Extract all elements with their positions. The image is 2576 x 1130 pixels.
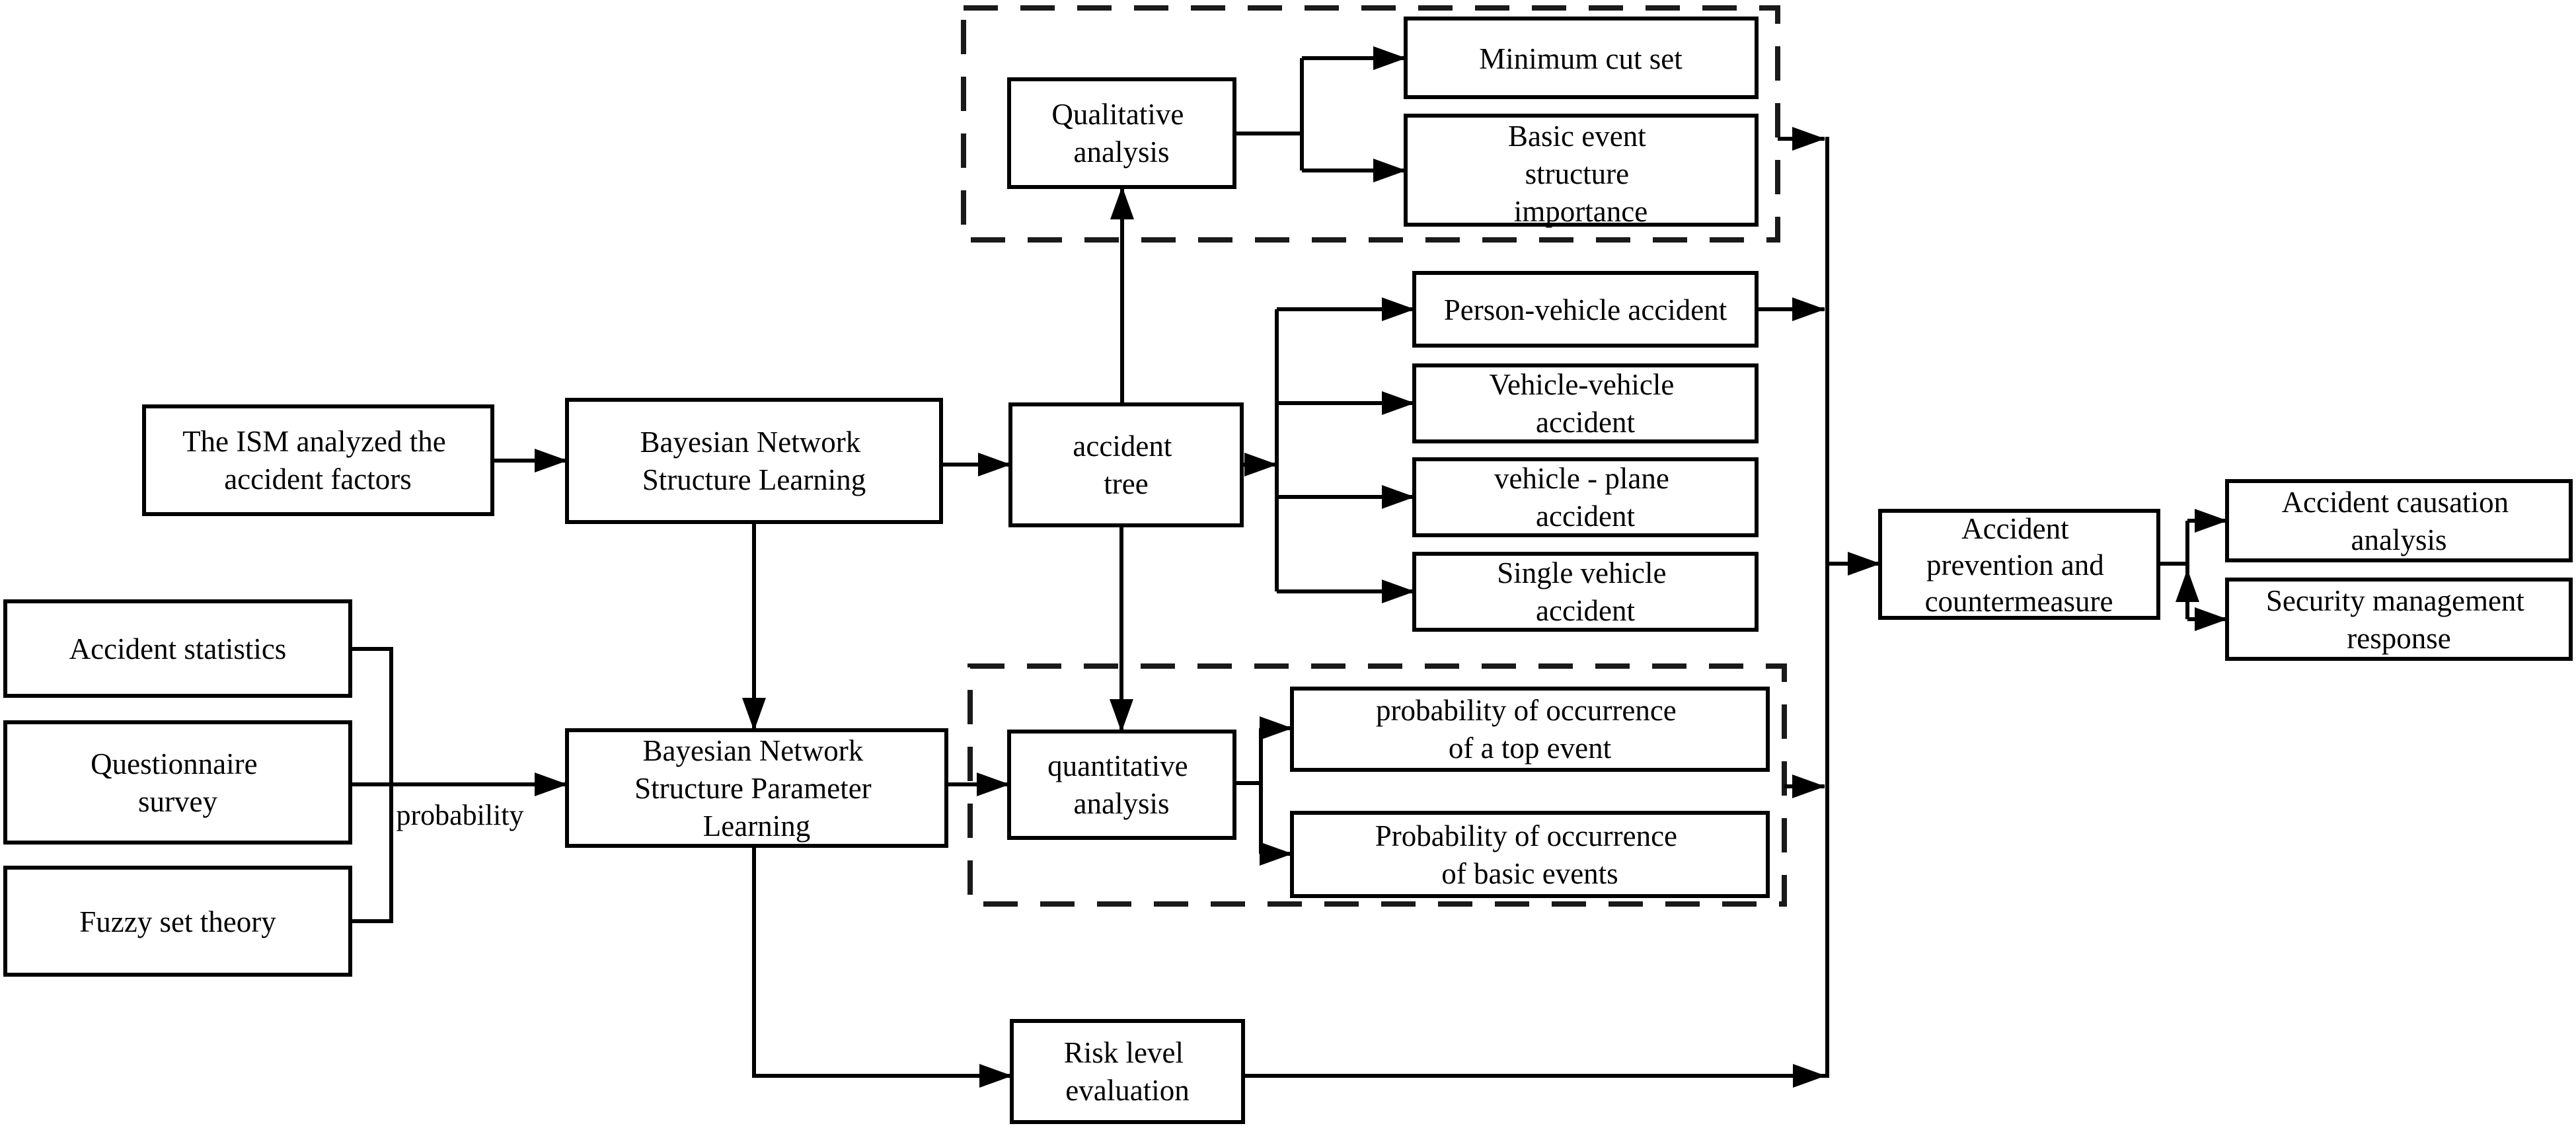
- node-causation: Accident causation analysis: [2225, 479, 2573, 562]
- security-label: Security management response: [2266, 584, 2532, 655]
- risk-box: [1010, 1019, 1245, 1124]
- basic-event-label: Basic event structure importance: [1508, 120, 1653, 228]
- prevention-label: Accident prevention and countermeasure: [1925, 512, 2113, 618]
- node-risk: Risk level evaluation: [1010, 1019, 1245, 1124]
- ism-box: [142, 404, 494, 516]
- accident-tree-box: [1008, 402, 1244, 527]
- node-vehicle-plane: vehicle - plane accident: [1412, 457, 1759, 537]
- node-quantitative: quantitative analysis: [1007, 730, 1236, 840]
- questionnaire-label: Questionnaire survey: [91, 747, 265, 818]
- node-vehicle-vehicle: Vehicle-vehicle accident: [1412, 363, 1759, 443]
- node-basic-events-prob: Probability of occurrence of basic event…: [1290, 811, 1770, 898]
- bnsl-label: Bayesian Network Structure Learning: [640, 426, 868, 496]
- risk-label: Risk level evaluation: [1064, 1036, 1191, 1107]
- quantitative-label: quantitative analysis: [1047, 749, 1195, 820]
- single-vehicle-label: Single vehicle accident: [1497, 556, 1673, 627]
- prevention-box: [1878, 509, 2160, 620]
- node-accident-tree: accident tree: [1008, 402, 1244, 527]
- causation-box: [2225, 479, 2573, 562]
- accident-statistics-label: Accident statistics: [69, 632, 287, 665]
- top-event-label: probability of occurrence of a top event: [1376, 694, 1684, 765]
- node-accident-statistics: Accident statistics: [3, 599, 352, 698]
- bnspl-box: [565, 728, 948, 848]
- security-box: [2225, 578, 2573, 661]
- person-vehicle-box: [1412, 271, 1759, 348]
- node-person-vehicle: Person-vehicle accident: [1412, 271, 1759, 348]
- vehicle-vehicle-label: Vehicle-vehicle accident: [1489, 368, 1681, 439]
- min-cut-box: [1404, 17, 1759, 99]
- accident-statistics-box: [3, 599, 352, 698]
- qualitative-label: Qualitative analysis: [1051, 98, 1191, 169]
- node-min-cut: Minimum cut set: [1404, 17, 1759, 99]
- basic-events-prob-label: Probability of occurrence of basic event…: [1375, 819, 1685, 890]
- bnspl-label: Bayesian Network Structure Parameter Lea…: [634, 734, 879, 843]
- node-prevention: Accident prevention and countermeasure: [1878, 509, 2160, 620]
- node-top-event: probability of occurrence of a top event: [1290, 687, 1770, 772]
- person-vehicle-label: Person-vehicle accident: [1444, 293, 1727, 326]
- basic-events-prob-box: [1290, 811, 1770, 898]
- node-ism: The ISM analyzed the accident factors: [142, 404, 494, 516]
- node-bnsl: Bayesian Network Structure Learning: [565, 398, 943, 524]
- vehicle-plane-box: [1412, 457, 1759, 537]
- node-basic-event: Basic event structure importance: [1404, 114, 1759, 228]
- questionnaire-box: [3, 720, 352, 845]
- vehicle-vehicle-box: [1412, 363, 1759, 443]
- single-vehicle-box: [1412, 552, 1759, 632]
- top-event-box: [1290, 687, 1770, 772]
- node-fuzzy: Fuzzy set theory: [3, 866, 352, 977]
- probability-edge-label: probability: [396, 799, 523, 831]
- basic-event-box: [1404, 114, 1759, 227]
- node-security: Security management response: [2225, 578, 2573, 661]
- vehicle-plane-label: vehicle - plane accident: [1494, 462, 1677, 533]
- edge-bnspl-to-risk: [752, 846, 1012, 1088]
- node-single-vehicle: Single vehicle accident: [1412, 552, 1759, 632]
- fuzzy-label: Fuzzy set theory: [79, 905, 276, 938]
- node-questionnaire: Questionnaire survey: [3, 720, 352, 845]
- node-qualitative: Qualitative analysis: [1007, 77, 1236, 189]
- bnsl-box: [565, 398, 943, 524]
- fuzzy-box: [3, 866, 352, 977]
- ism-label: The ISM analyzed the accident factors: [182, 425, 453, 496]
- accident-tree-label: accident tree: [1073, 430, 1179, 500]
- qualitative-box: [1007, 77, 1236, 189]
- qualitative-analysis-dashed-group: [961, 5, 1780, 243]
- causation-label: Accident causation analysis: [2282, 486, 2517, 556]
- quantitative-box: [1007, 730, 1236, 840]
- min-cut-label: Minimum cut set: [1479, 42, 1683, 75]
- node-bnspl: Bayesian Network Structure Parameter Lea…: [565, 728, 948, 848]
